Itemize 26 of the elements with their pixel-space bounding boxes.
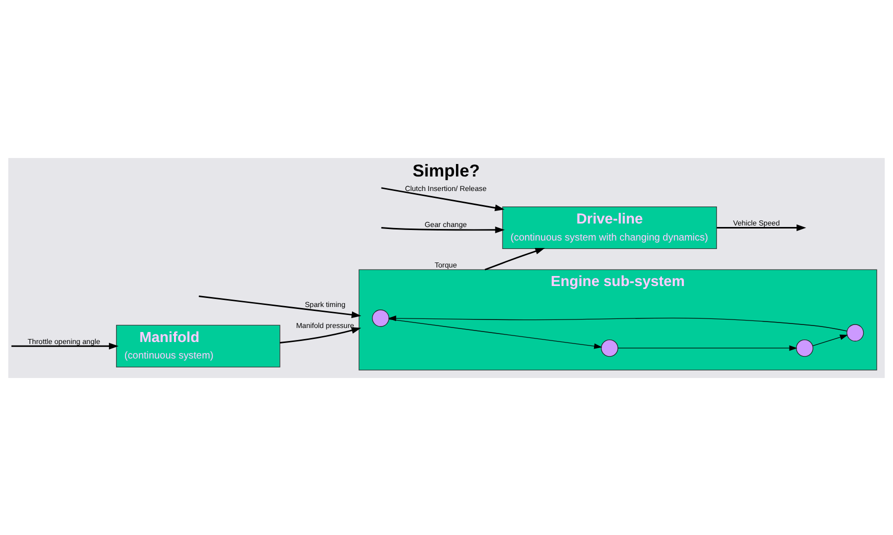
node-box: Manifold (continuous system) (116, 324, 280, 367)
arrow (198, 295, 362, 318)
edge-label: Gear change (424, 219, 467, 228)
edge-label: Spark timing (304, 299, 346, 308)
edge-label: Manifold pressure (296, 320, 354, 330)
edge-label: Clutch Insertion/ Release (404, 184, 487, 193)
arrow (812, 334, 848, 346)
edge-label: Vehicle Speed (733, 218, 780, 228)
arrow (381, 226, 505, 233)
diagram-title: Simple? (412, 160, 480, 180)
arrow (388, 318, 602, 348)
node-circle (846, 324, 864, 341)
node-circle (796, 338, 814, 356)
node-circle (600, 338, 618, 356)
arrow (381, 186, 505, 211)
edge-label: Torque (434, 260, 457, 270)
cluster: Engine sub-system (358, 268, 878, 370)
arrow (716, 224, 806, 231)
arrow (388, 315, 848, 331)
arrow (484, 247, 545, 270)
arrow (618, 344, 798, 350)
edge-label: Throttle opening angle (28, 336, 100, 346)
arrow (280, 326, 362, 343)
arrow (11, 342, 119, 349)
node-circle (372, 309, 390, 326)
node-box: Drive-line (continuous system with changing dynamics) (502, 206, 717, 249)
